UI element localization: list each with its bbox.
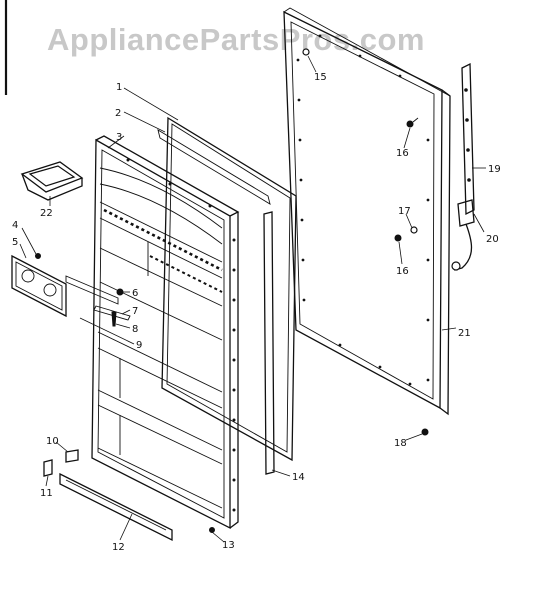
door-gasket [161,116,297,462]
callout-1: 1 [116,82,122,93]
callout-14: 14 [292,472,305,483]
breaker-strip-side [263,211,275,475]
thermostat-bracket [65,275,119,305]
callout-8: 8 [132,324,138,335]
control-panel [11,254,67,318]
plug-18 [421,428,429,436]
callout-16-lower: 16 [396,266,409,277]
screw-13 [209,527,215,533]
inner-door-liner [91,135,240,530]
callout-12: 12 [112,542,125,553]
callout-22: 22 [40,208,53,219]
callout-4: 4 [12,220,18,231]
bottom-trim-strip [59,472,173,542]
callout-5: 5 [12,237,18,248]
callout-3: 3 [116,132,122,143]
callout-18-right: 18 [394,438,407,449]
callout-9: 9 [136,340,142,351]
watermark-text: AppliancePartsPros.com [47,22,425,57]
callout-15: 15 [314,72,327,83]
callout-21: 21 [458,328,471,339]
callout-10: 10 [46,436,59,447]
leader-lines [19,55,486,543]
callout-19: 19 [488,164,501,175]
dairy-door-tray [20,161,84,201]
callout-17: 17 [398,206,411,217]
clip-10 [65,449,79,463]
plug-15 [302,48,310,56]
callout-6: 6 [132,288,138,299]
callout-2: 2 [115,108,121,119]
clip-7 [93,305,131,321]
breaker-strip-top [157,129,271,205]
screw-16-upper [406,117,419,128]
door-hinge [451,199,475,271]
callout-16-upper: 16 [396,148,409,159]
callout-11: 11 [40,488,53,499]
callout-13: 13 [222,540,235,551]
callout-20: 20 [486,234,499,245]
screw-8 [111,311,117,327]
callout-7: 7 [132,306,138,317]
clip-11 [43,459,53,477]
screw-16-lower [394,234,402,242]
screw-17 [410,226,418,234]
hinge-bar [461,62,475,216]
screw-4 [35,253,41,259]
outer-door-panel [283,7,451,416]
